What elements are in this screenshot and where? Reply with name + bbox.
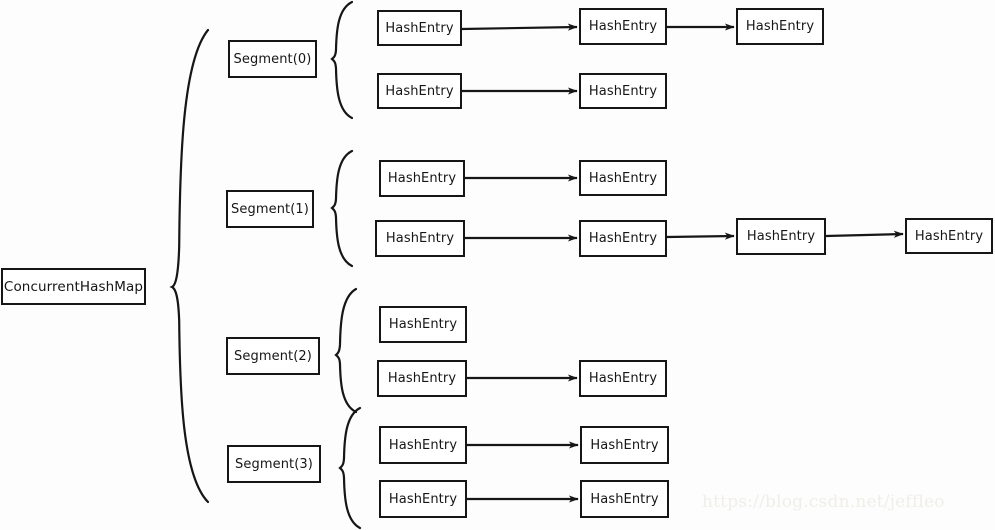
- hashentry-node-s1-r0-e0[interactable]: HashEntry: [379, 160, 465, 197]
- segment-node-3[interactable]: Segment(3): [227, 445, 321, 483]
- segment-1-entries-brace: [330, 149, 354, 268]
- hashentry-node-s1-r1-e2[interactable]: HashEntry: [736, 218, 826, 255]
- segment-3-entries-brace: [338, 406, 362, 530]
- next-pointer-arrow-s1-r1-a1: [666, 232, 735, 240]
- braces-group: [169, 0, 362, 530]
- hashentry-node-s3-r1-e0[interactable]: HashEntry: [379, 480, 467, 518]
- hashentry-node-s3-r1-e1[interactable]: HashEntry: [580, 480, 669, 518]
- segment-2-entries-brace: [334, 287, 358, 414]
- hashentry-node-s1-r0-e1[interactable]: HashEntry: [579, 160, 667, 196]
- next-pointer-arrow-s1-r1-a2: [825, 230, 904, 238]
- watermark-text: https://blog.csdn.net/jeffleo: [702, 492, 945, 512]
- hashentry-node-s2-r1-e0[interactable]: HashEntry: [377, 360, 467, 397]
- next-pointer-arrow-s0-r0-a0: [461, 23, 578, 31]
- segment-node-0[interactable]: Segment(0): [228, 40, 317, 78]
- hashentry-node-s1-r1-e0[interactable]: HashEntry: [375, 220, 465, 257]
- hashentry-node-s1-r1-e3[interactable]: HashEntry: [905, 218, 993, 254]
- segment-node-2[interactable]: Segment(2): [226, 337, 320, 375]
- hashentry-node-s0-r1-e0[interactable]: HashEntry: [377, 73, 462, 109]
- segment-0-entries-brace: [330, 0, 354, 120]
- hashentry-node-s3-r0-e1[interactable]: HashEntry: [580, 426, 669, 464]
- arrows-group: [461, 23, 904, 503]
- root-node-concurrenthashmap[interactable]: ConcurrentHashMap: [1, 268, 146, 305]
- hashentry-node-s2-r1-e1[interactable]: HashEntry: [579, 360, 667, 397]
- hashentry-node-s0-r0-e0[interactable]: HashEntry: [377, 10, 462, 46]
- root-to-segments-brace: [169, 28, 210, 504]
- hashentry-node-s3-r0-e0[interactable]: HashEntry: [379, 426, 467, 464]
- hashentry-node-s0-r0-e1[interactable]: HashEntry: [579, 8, 667, 45]
- hashentry-node-s2-r0-e0[interactable]: HashEntry: [379, 306, 467, 343]
- hashentry-node-s0-r1-e1[interactable]: HashEntry: [579, 73, 667, 109]
- hashentry-node-s1-r1-e1[interactable]: HashEntry: [579, 220, 667, 257]
- hashentry-node-s0-r0-e2[interactable]: HashEntry: [736, 8, 824, 45]
- segment-node-1[interactable]: Segment(1): [226, 190, 314, 228]
